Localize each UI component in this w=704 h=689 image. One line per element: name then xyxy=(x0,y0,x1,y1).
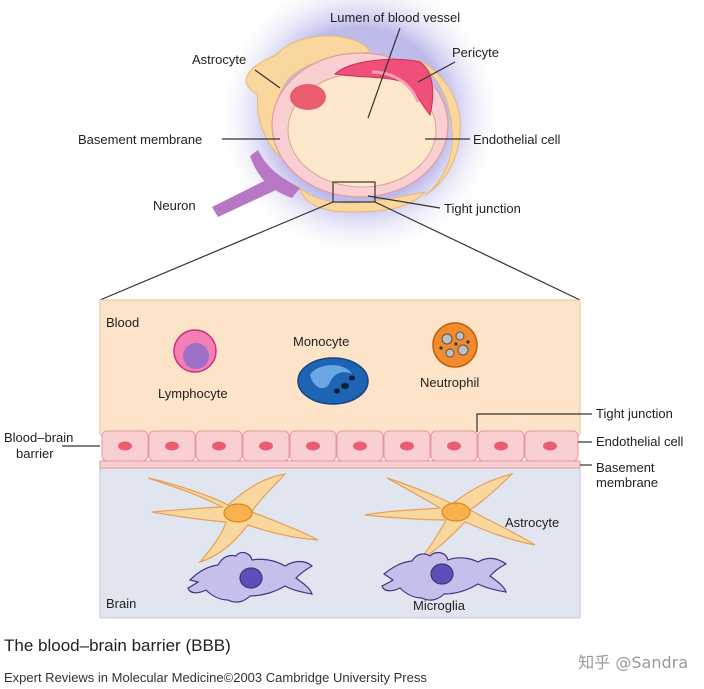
neuron-shape xyxy=(212,150,300,217)
label-neuron: Neuron xyxy=(153,198,196,213)
endothelial-layer xyxy=(101,430,579,462)
zoom-leader-lines xyxy=(62,413,592,466)
lymphocyte-cell xyxy=(173,329,217,373)
brain-region xyxy=(99,467,581,619)
endothelial-nuclei xyxy=(118,441,557,451)
endothelial-nucleus-top xyxy=(290,84,326,110)
neutrophil-cell xyxy=(432,322,478,368)
label-brain: Brain xyxy=(106,596,136,611)
label-lymphocyte: Lymphocyte xyxy=(158,386,228,401)
astrocyte-cell-right xyxy=(364,472,536,561)
figure-title: The blood–brain barrier (BBB) xyxy=(4,636,231,655)
label-blood: Blood xyxy=(106,315,139,330)
label-basement-line1: Basement xyxy=(596,460,655,475)
watermark: 知乎 @Sandra xyxy=(578,653,688,672)
microglia-cell-left xyxy=(187,551,314,603)
astrocyte-cell-left xyxy=(147,473,319,564)
microglia-cell-right xyxy=(381,551,508,601)
tight-junction-box xyxy=(332,181,376,203)
label-monocyte: Monocyte xyxy=(293,334,349,349)
monocyte-cell xyxy=(297,357,369,405)
label-tight-junction-zoom: Tight junction xyxy=(596,406,673,421)
label-basement-line2: membrane xyxy=(596,475,658,490)
label-endothelial-cell-top: Endothelial cell xyxy=(473,132,561,147)
label-basement-membrane-top: Basement membrane xyxy=(78,132,202,147)
label-astrocyte-top: Astrocyte xyxy=(192,52,246,67)
top-leader-lines xyxy=(99,27,581,301)
label-neutrophil: Neutrophil xyxy=(420,375,479,390)
label-bbb-line2: barrier xyxy=(16,446,54,461)
label-endothelial-cell-zoom: Endothelial cell xyxy=(596,434,684,449)
label-bbb-line1: Blood–brain xyxy=(4,430,73,445)
zoom-panel xyxy=(62,299,592,619)
label-pericyte: Pericyte xyxy=(452,45,499,60)
figure-credit: Expert Reviews in Molecular Medicine©200… xyxy=(4,670,427,685)
basement-membrane-band xyxy=(99,460,581,469)
label-tight-junction-top: Tight junction xyxy=(444,201,521,216)
vessel-cross-section xyxy=(212,0,505,260)
label-lumen: Lumen of blood vessel xyxy=(330,10,460,25)
label-microglia: Microglia xyxy=(413,598,466,613)
label-astrocyte-zoom: Astrocyte xyxy=(505,515,559,530)
pericyte-shape xyxy=(333,58,434,117)
